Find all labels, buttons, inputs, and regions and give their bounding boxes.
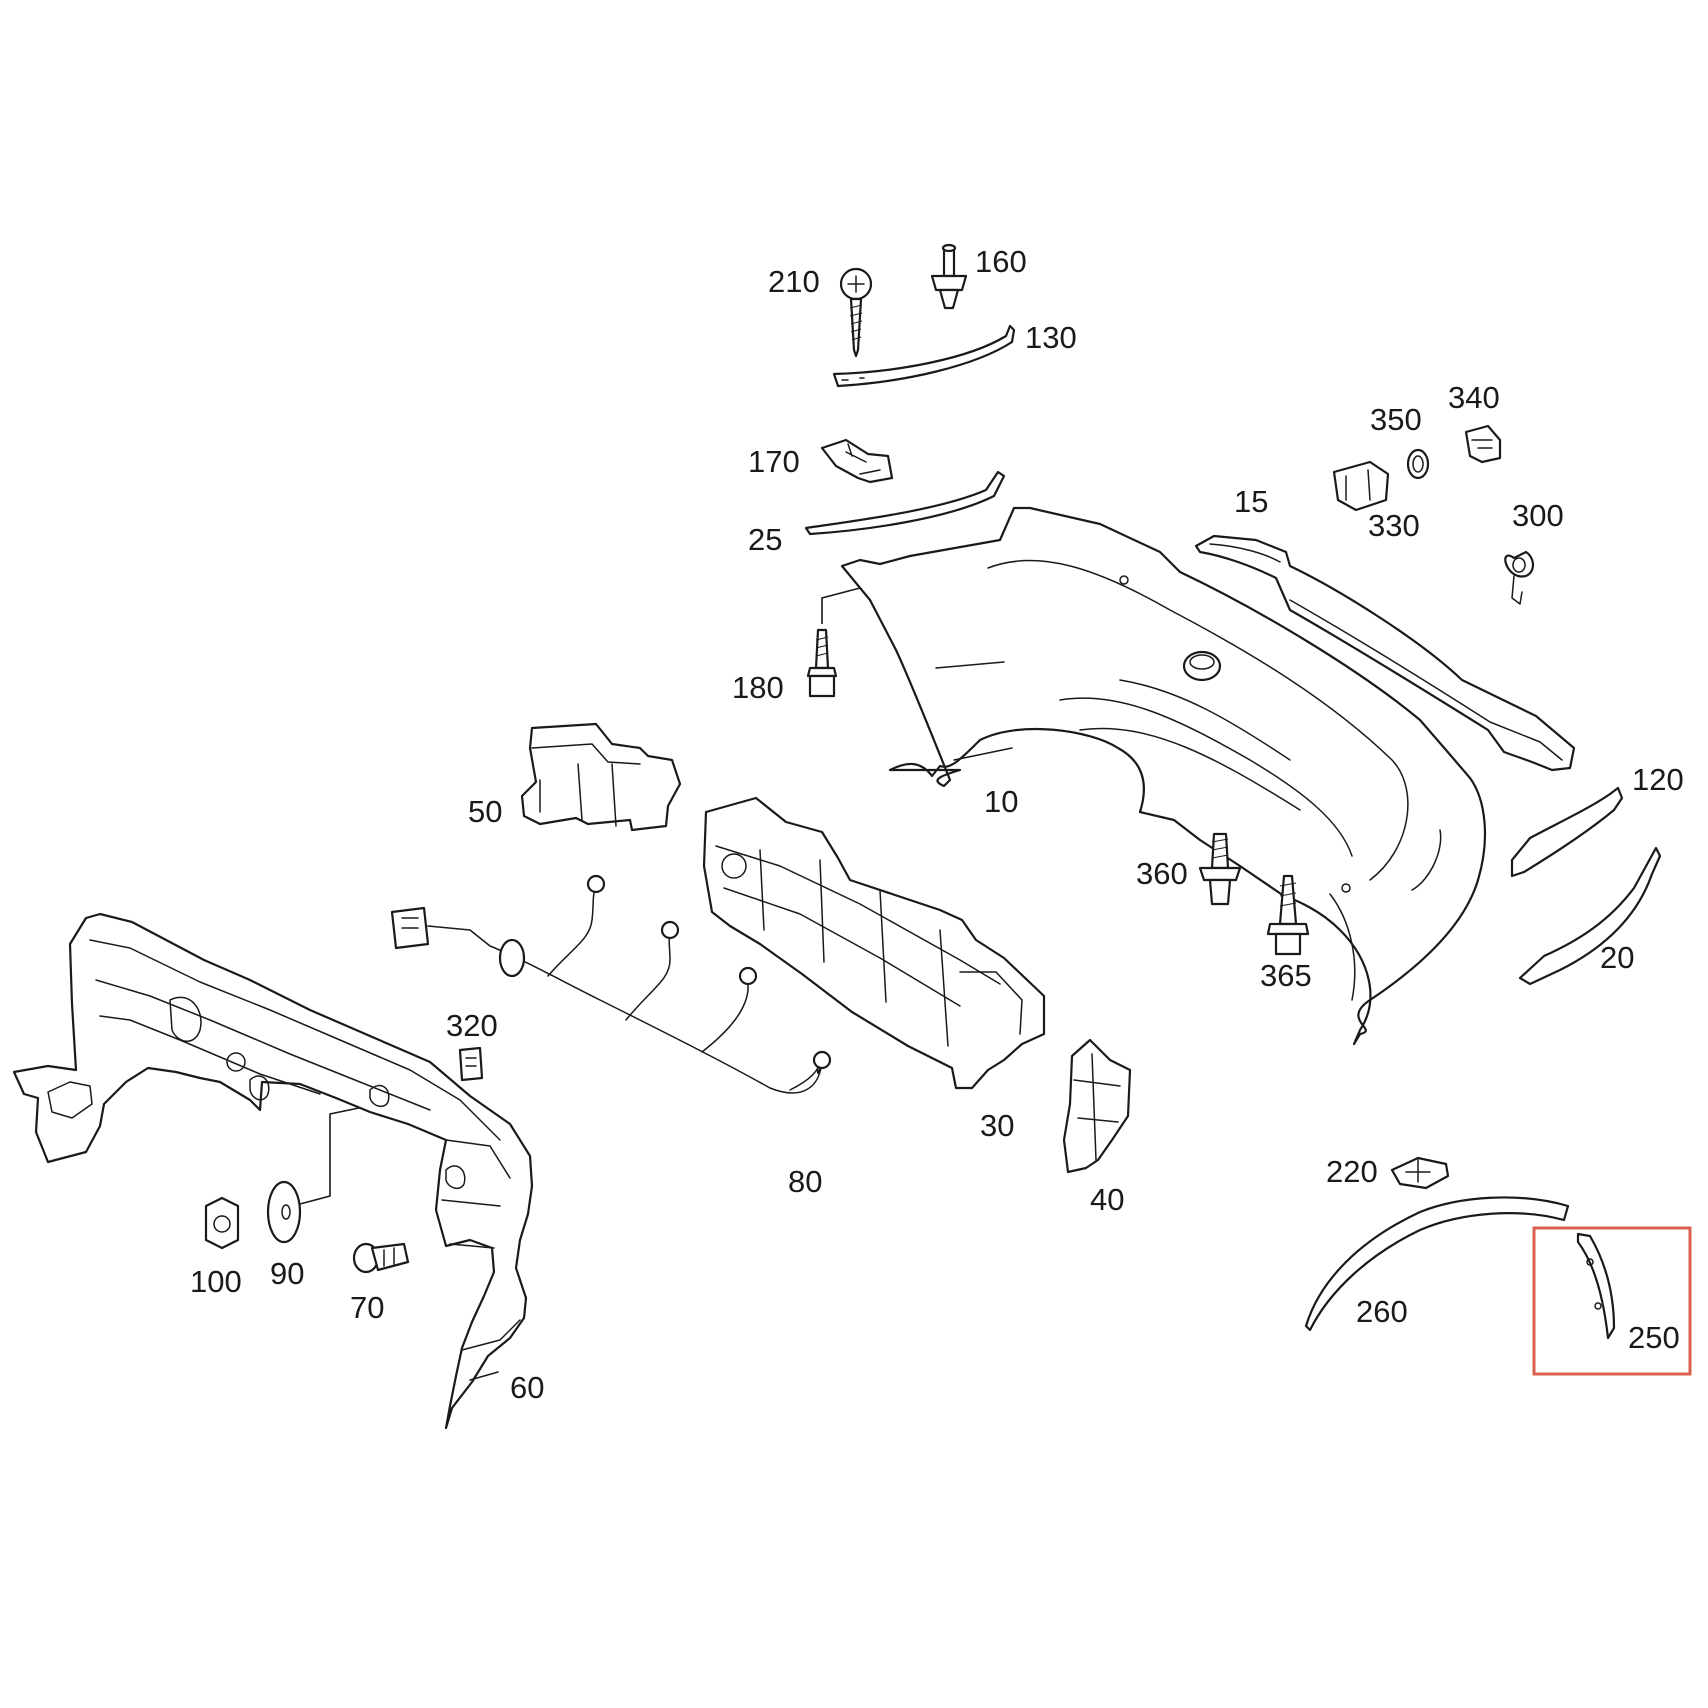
part-210-screw: [839, 267, 873, 358]
part-340-sensor-holder: [1464, 424, 1502, 464]
callout-label-30: 30: [980, 1108, 1014, 1143]
callout-label-340: 340: [1448, 380, 1500, 415]
part-100-nut: [204, 1196, 240, 1250]
part-25-trim-strip: [804, 470, 1006, 536]
part-80-clip: [458, 1046, 484, 1082]
part-365-screw: [1266, 874, 1310, 956]
callout-label-120: 120: [1632, 762, 1684, 797]
part-350-grommet-ring: [1406, 448, 1430, 480]
part-15-panel-trim: [1194, 534, 1576, 772]
callout-label-220: 220: [1326, 1154, 1378, 1189]
part-130-trim-strip: [832, 324, 1016, 388]
part-260-wheel-arch-trim: [1304, 1196, 1570, 1332]
part-170-clip-nut: [820, 438, 894, 484]
part-220-clip-nut: [1390, 1156, 1450, 1190]
part-30-impact-beam: [702, 796, 1046, 1090]
highlight-box: [1532, 1226, 1692, 1376]
callout-label-160: 160: [975, 244, 1027, 279]
callout-label-365: 365: [1260, 958, 1312, 993]
part-50-left-bracket: [520, 722, 682, 832]
callout-label-130: 130: [1025, 320, 1077, 355]
part-330-sensor-bracket: [1332, 460, 1390, 512]
callout-label-25: 25: [748, 522, 782, 557]
callout-label-300: 300: [1512, 498, 1564, 533]
callout-label-250: 250: [1628, 1320, 1680, 1355]
callout-label-180: 180: [732, 670, 784, 705]
part-180-bolt: [806, 587, 861, 698]
part-320-wiring-harness: [390, 874, 832, 1094]
part-360-screw: [1198, 832, 1242, 906]
callout-label-360: 360: [1136, 856, 1188, 891]
part-60-bumper-carrier: [12, 912, 534, 1430]
callout-label-80: 320: [446, 1008, 498, 1043]
callout-label-15: 15: [1234, 484, 1268, 519]
callout-label-60: 60: [510, 1370, 544, 1405]
callout-label-40: 40: [1090, 1182, 1124, 1217]
part-10-bumper-cover: [840, 506, 1487, 1046]
callout-label-100: 100: [190, 1264, 242, 1299]
callout-label-320: 80: [788, 1164, 822, 1199]
callout-label-260: 260: [1356, 1294, 1408, 1329]
part-160-push-rivet: [930, 243, 968, 310]
part-20-trim-strip: [1518, 846, 1662, 986]
part-300-retaining-clip: [1504, 550, 1535, 605]
callout-label-90: 90: [270, 1256, 304, 1291]
part-90-washer: [266, 1103, 379, 1244]
part-120-trim-strip: [1510, 786, 1624, 878]
part-250-arch-end-piece: [1576, 1232, 1616, 1340]
callout-label-330: 330: [1368, 508, 1420, 543]
callout-label-70: 70: [350, 1290, 384, 1325]
callout-label-10: 10: [984, 784, 1018, 819]
callout-label-350: 350: [1370, 402, 1422, 437]
callout-label-170: 170: [748, 444, 800, 479]
callout-label-210: 210: [768, 264, 820, 299]
part-70-push-clip: [352, 1242, 410, 1274]
part-40-right-bracket: [1062, 1038, 1132, 1174]
callout-label-50: 50: [468, 794, 502, 829]
callout-label-20: 20: [1600, 940, 1634, 975]
